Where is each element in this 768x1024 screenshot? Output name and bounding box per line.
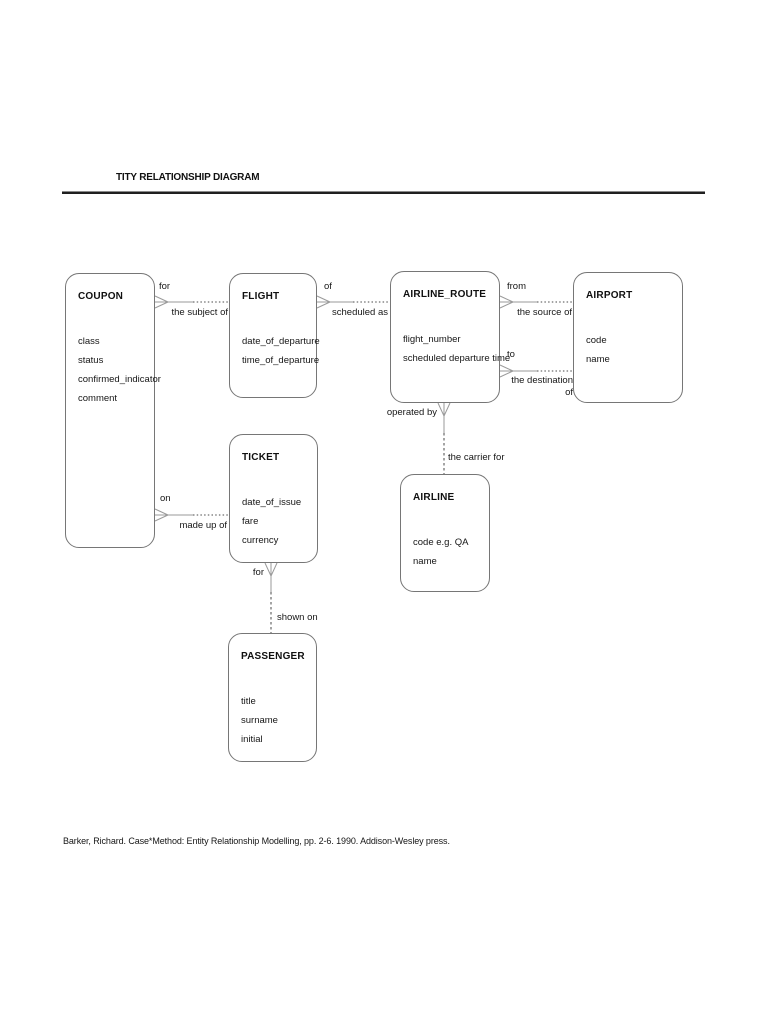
crows-foot-icon: [499, 364, 514, 378]
relationship-label-for-passenger: for: [252, 567, 264, 578]
crows-foot-icon: [154, 508, 169, 522]
connector-flight-airline-route: [316, 295, 390, 309]
relationship-label-shown-on: shown on: [277, 612, 318, 623]
attribute: flight_number: [403, 334, 461, 345]
connector-airline-route-airline: [437, 402, 451, 474]
crows-foot-icon: [264, 562, 278, 577]
entity-attributes: date_of_departure time_of_departure: [242, 332, 320, 370]
connector-airline-route-airport-to: [499, 364, 573, 378]
entity-attributes: code name: [586, 331, 682, 369]
relationship-label-the-destination-of: the destination of: [511, 375, 573, 398]
entity-attributes: title surname initial: [241, 692, 316, 749]
relationship-label-of: of: [324, 281, 332, 292]
attribute: time_of_departure: [242, 355, 320, 366]
relationship-label-scheduled-as: scheduled as: [332, 307, 388, 318]
connector-ticket-passenger: [264, 562, 278, 633]
entity-coupon: COUPON class status confirmed_indicator …: [65, 273, 161, 548]
attribute: fare: [242, 516, 259, 527]
header-rule: [62, 191, 705, 194]
entity-title: PASSENGER: [241, 651, 305, 662]
attribute: comment: [78, 393, 118, 404]
entity-airline-route: AIRLINE_ROUTE flight_number scheduled de…: [390, 271, 511, 403]
crows-foot-icon: [437, 402, 451, 417]
attribute: status: [78, 355, 104, 366]
attribute: confirmed_indicator: [78, 374, 161, 385]
relationship-label-for: for: [159, 281, 171, 292]
attribute: date_of_issue: [242, 497, 302, 508]
entity-passenger: PASSENGER title surname initial: [228, 633, 317, 762]
attribute: currency: [242, 535, 279, 546]
relationship-label-to: to: [507, 349, 515, 360]
entity-title: AIRLINE_ROUTE: [403, 289, 487, 300]
entity-attributes: date_of_issue fare currency: [242, 493, 317, 550]
entity-airport: AIRPORT code name: [573, 272, 683, 403]
entity-title: AIRPORT: [586, 290, 633, 301]
attribute: name: [413, 556, 437, 567]
attribute: initial: [241, 734, 263, 745]
attribute: date_of_departure: [242, 336, 320, 347]
citation: Barker, Richard. Case*Method: Entity Rel…: [63, 836, 450, 846]
crows-foot-icon: [154, 295, 169, 309]
entity-flight: FLIGHT date_of_departure time_of_departu…: [229, 273, 320, 398]
relationship-label-from: from: [507, 281, 526, 292]
entity-title: FLIGHT: [242, 291, 280, 302]
entity-attributes: class status confirmed_indicator comment: [78, 332, 161, 408]
entity-airline: AIRLINE code e.g. QA name: [400, 474, 490, 592]
entity-ticket: TICKET date_of_issue fare currency: [229, 434, 318, 563]
page-title: TITY RELATIONSHIP DIAGRAM: [116, 172, 260, 183]
attribute: name: [586, 354, 610, 365]
attribute: code: [586, 335, 607, 346]
relationship-label-the-carrier-for: the carrier for: [448, 452, 505, 463]
connector-coupon-flight: [154, 295, 229, 309]
attribute: scheduled departure time: [403, 353, 511, 364]
relationship-label-the-subject-of: the subject of: [171, 307, 228, 318]
relationship-label-the-source-of: the source of: [517, 307, 572, 318]
entity-attributes: code e.g. QA name: [413, 533, 489, 571]
entity-attributes: flight_number scheduled departure time: [403, 330, 511, 368]
relationship-label-operated-by: operated by: [386, 407, 437, 418]
entity-title: COUPON: [78, 291, 124, 302]
attribute: surname: [241, 715, 278, 726]
attribute: class: [78, 336, 100, 347]
crows-foot-icon: [316, 295, 331, 309]
connector-airline-route-airport-from: [499, 295, 573, 309]
entity-title: TICKET: [242, 452, 280, 463]
attribute: code e.g. QA: [413, 537, 469, 548]
connector-coupon-ticket: [154, 508, 229, 522]
entity-title: AIRLINE: [413, 492, 455, 503]
attribute: title: [241, 696, 256, 707]
relationship-label-on: on: [160, 493, 171, 504]
relationship-label-made-up-of: made up of: [179, 520, 227, 531]
crows-foot-icon: [499, 295, 514, 309]
